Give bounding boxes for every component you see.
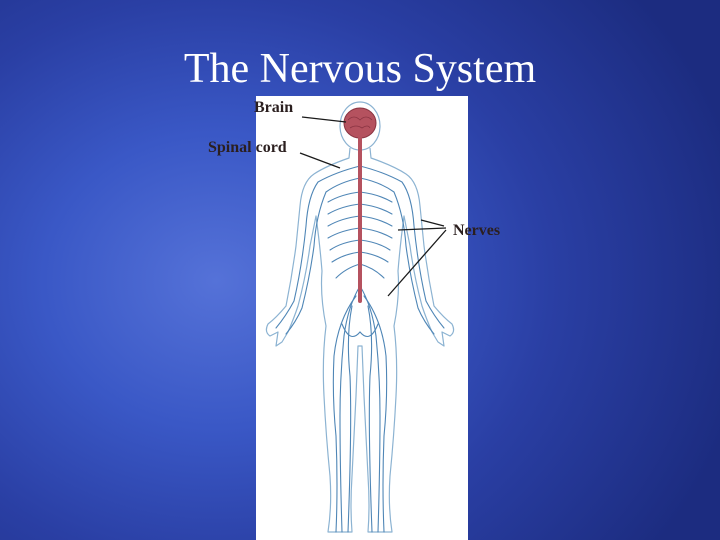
brain-folds [347, 116, 373, 129]
brain-label: Brain [254, 99, 294, 116]
nerves-label: Nerves [453, 222, 501, 239]
slide-title: The Nervous System [183, 46, 537, 92]
brain [343, 107, 377, 139]
peripheral-nerves [275, 165, 445, 533]
nervous-system-figure [256, 96, 468, 540]
body-diagram [265, 101, 455, 533]
spinal-cord-label: Spinal cord [208, 139, 287, 156]
